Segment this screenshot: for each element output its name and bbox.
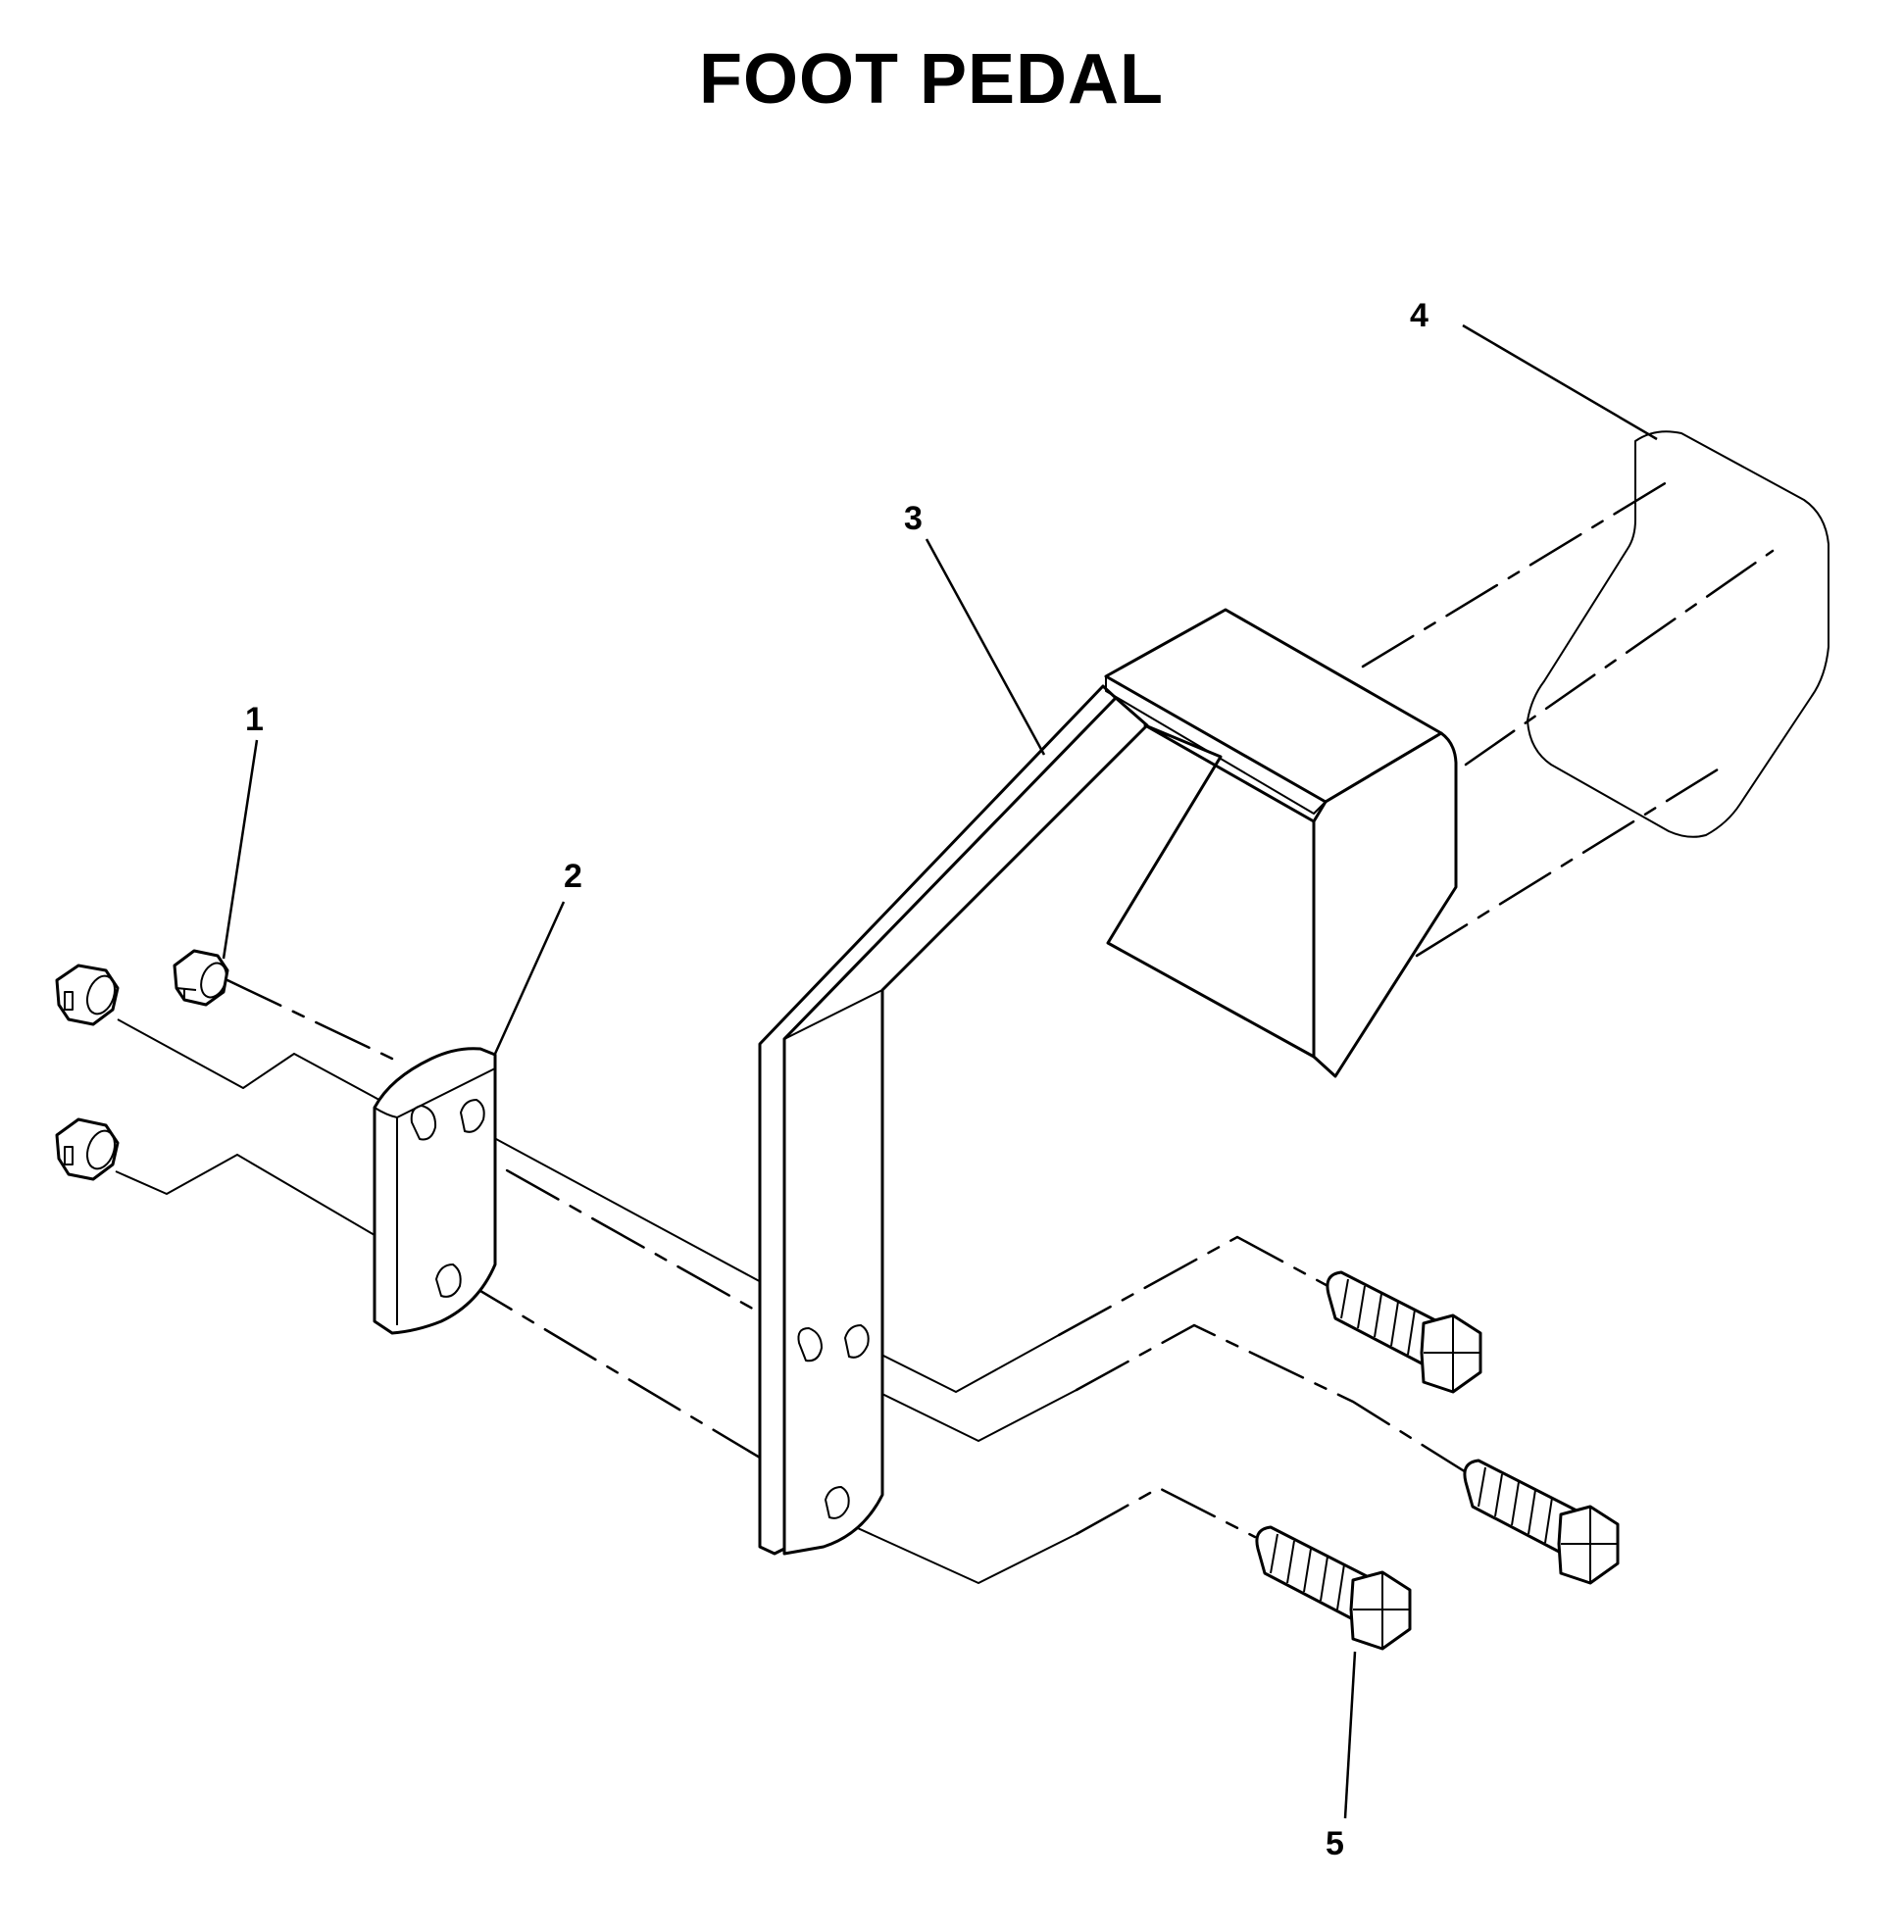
- callout-3: 3: [904, 500, 923, 537]
- assembly-lines: [115, 480, 1775, 1584]
- hex-bolt-upper: [1326, 1270, 1482, 1394]
- hex-nut-top: [173, 949, 229, 1007]
- hex-nut-middle: [55, 964, 120, 1026]
- hex-bolt-middle: [1463, 1459, 1620, 1585]
- pedal-pad: [1527, 430, 1829, 838]
- callout-4: 4: [1410, 297, 1428, 334]
- pedal-arm: [758, 608, 1458, 1556]
- hex-nut-bottom: [55, 1117, 120, 1181]
- mounting-plate: [373, 1047, 497, 1335]
- diagram-title: FOOT PEDAL: [699, 40, 1164, 119]
- callout-1: 1: [245, 701, 264, 738]
- leader-lines: [222, 323, 1658, 1819]
- callout-5: 5: [1326, 1825, 1344, 1862]
- hex-bolt-lower: [1255, 1525, 1412, 1651]
- callout-labels: 1 2 3 4 5: [245, 297, 1428, 1862]
- callout-2: 2: [564, 858, 582, 895]
